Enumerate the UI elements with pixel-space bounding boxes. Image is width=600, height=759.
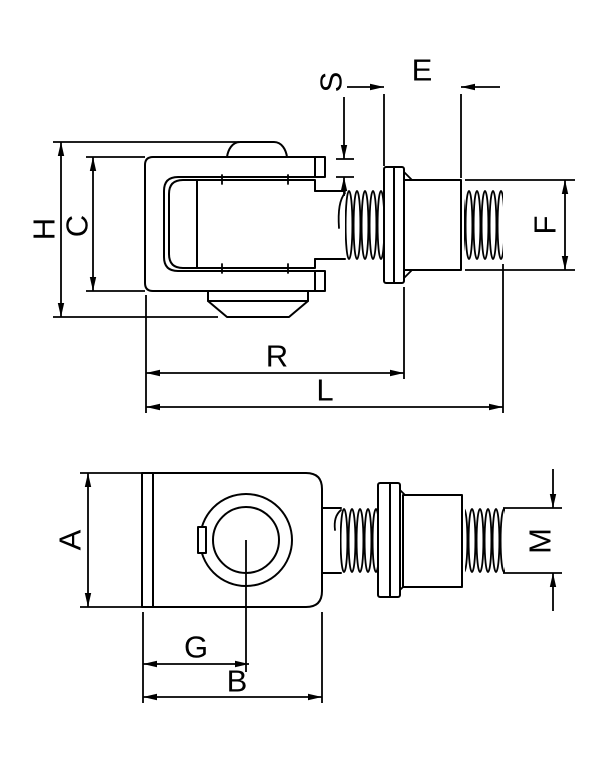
- threaded-section-left-front: [340, 508, 378, 573]
- bottom-lock-nut: [207, 290, 309, 318]
- adjusting-nut-front: [402, 494, 463, 588]
- threaded-section-right: [464, 190, 503, 260]
- dim-label-c: C: [60, 215, 95, 237]
- dim-label-b: B: [227, 664, 248, 699]
- bolt-head-dome: [226, 141, 288, 158]
- grease-fitting-tab: [197, 526, 207, 554]
- dim-label-e: E: [412, 53, 433, 88]
- dim-label-m: M: [523, 528, 558, 554]
- dim-label-a: A: [53, 529, 88, 550]
- thread-runout-curve: [337, 192, 346, 229]
- front-view: A M G B: [53, 469, 562, 703]
- dim-label-f: F: [528, 216, 563, 235]
- threaded-section-right-front: [465, 508, 505, 573]
- dim-label-r: R: [266, 339, 288, 374]
- clevis-bracket: [144, 156, 326, 292]
- inner-tongue: [168, 179, 316, 269]
- dim-label-l: L: [316, 373, 333, 408]
- flange-chamfer-top: [403, 171, 413, 181]
- side-view: H C S E F R L: [27, 53, 575, 413]
- dim-label-h: H: [27, 218, 62, 240]
- dim-label-s: S: [314, 72, 349, 93]
- dim-label-g: G: [184, 630, 208, 665]
- thread-runout-curve-front: [333, 509, 342, 531]
- adjusting-nut: [403, 179, 462, 271]
- threaded-section-left: [345, 190, 384, 260]
- flange-chamfer-bottom: [403, 269, 413, 279]
